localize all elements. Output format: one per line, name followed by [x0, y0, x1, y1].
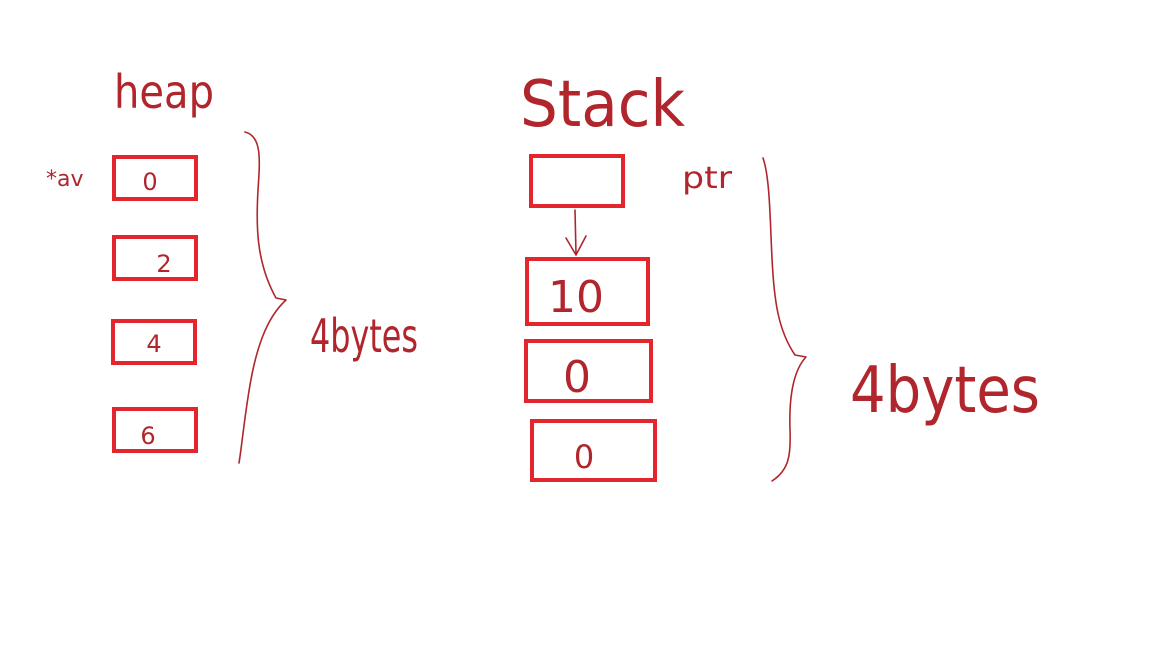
stack-cell-value: 0 — [563, 352, 591, 403]
heap-cell-box — [112, 235, 198, 281]
heap-size-label: 4bytes — [310, 309, 418, 363]
heap-cell-value: 2 — [156, 250, 171, 278]
stack-cell: 0 — [524, 339, 653, 403]
heap-cell-value: 6 — [140, 422, 155, 450]
heap-section: heap *av 0 2 4 6 4bytes — [46, 65, 418, 464]
stack-cell: 10 — [525, 257, 650, 326]
stack-pointer-label: ptr — [682, 161, 733, 196]
arrow-down-icon — [565, 209, 587, 256]
heap-cell-box — [112, 407, 198, 453]
stack-size-label: 4bytes — [850, 354, 1040, 428]
heap-cell: 6 — [112, 407, 198, 453]
heap-pointer-label: *av — [46, 167, 84, 192]
heap-cell-box — [112, 155, 198, 201]
stack-cell-box — [524, 339, 653, 403]
heap-cell-value: 0 — [142, 168, 157, 196]
heap-cell: 4 — [111, 319, 197, 365]
heap-curly-brace — [238, 131, 287, 464]
heap-cell: 2 — [112, 235, 198, 281]
stack-cell-value: 0 — [574, 438, 594, 476]
heap-cell-box — [111, 319, 197, 365]
stack-pointer-cell — [529, 154, 625, 208]
heap-cell: 0 — [112, 155, 198, 201]
heap-cell-value: 4 — [146, 330, 161, 358]
stack-curly-brace — [762, 157, 807, 482]
stack-cell-value: 10 — [548, 272, 604, 323]
stack-pointer-box — [529, 154, 625, 208]
stack-section: Stack ptr 10 0 0 4bytes — [520, 68, 1040, 482]
stack-cell: 0 — [530, 419, 657, 482]
stack-cell-box — [530, 419, 657, 482]
stack-cell-box — [525, 257, 650, 326]
heap-title: heap — [114, 65, 214, 119]
stack-title: Stack — [520, 68, 685, 142]
